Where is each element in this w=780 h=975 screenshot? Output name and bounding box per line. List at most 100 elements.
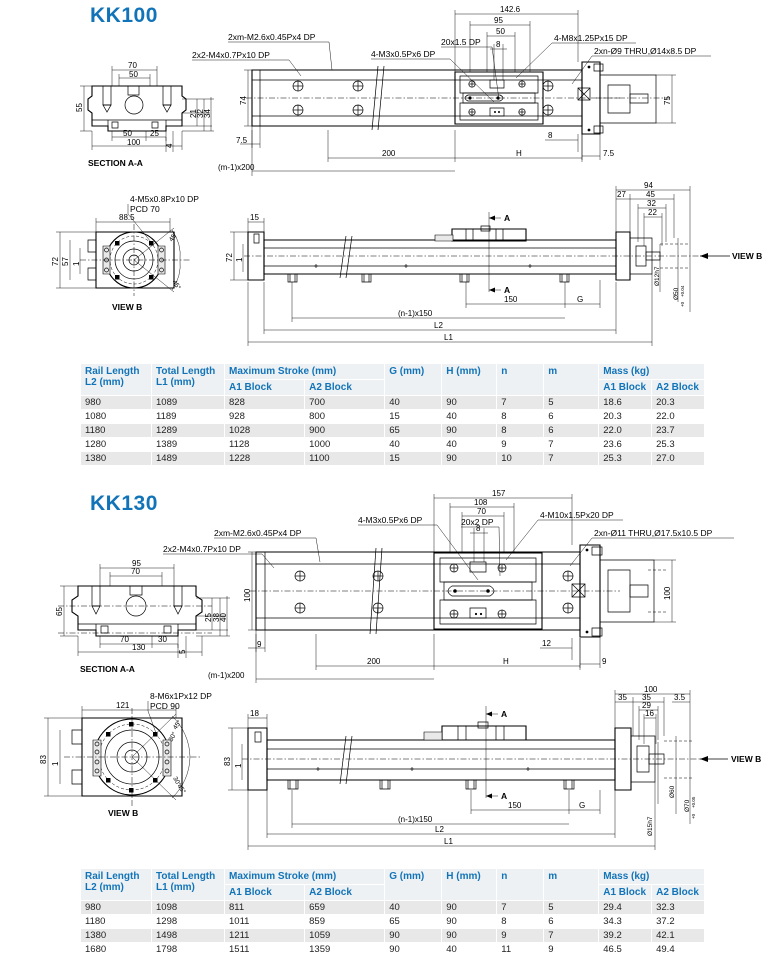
table-cell: 23.7 (651, 423, 705, 438)
dim-elev-32: 32 (647, 199, 656, 208)
table-cell: 811 (223, 900, 306, 915)
dim-elev-27: 27 (617, 190, 626, 199)
svg-text:2xm-M2.6x0.45Px4 DP: 2xm-M2.6x0.45Px4 DP (228, 32, 316, 42)
th130-mass-a2: A2 Block (651, 884, 705, 901)
table-cell: 1380 (80, 928, 152, 943)
table-cell: 859 (304, 914, 386, 929)
dim130-sec-30: 30 (158, 635, 167, 644)
dim-plan-8: 8 (496, 40, 501, 49)
th-rail-length: Rail Length L2 (mm) (80, 363, 152, 396)
dim130-elev-100: 100 (644, 686, 658, 694)
dim130-plan-108: 108 (474, 498, 488, 507)
table-cell: 23.6 (598, 437, 653, 452)
dim-sec-50-top: 50 (129, 70, 138, 79)
table-cell: 1180 (80, 914, 152, 929)
table-cell: 90 (441, 900, 498, 915)
dim130-elev-16: 16 (645, 709, 654, 718)
dim-plan-m200: (m-1)x200 (218, 163, 255, 172)
dim130-sec-5: 5 (178, 649, 187, 654)
callout-flange-holes: 4-M5x0.8Px10 DP (130, 194, 199, 204)
svg-text:2x2-M4x0.7Px10 DP: 2x2-M4x0.7Px10 DP (192, 50, 270, 60)
table-cell: 1028 (223, 423, 306, 438)
dim130-viewb-30b: 30° (171, 775, 183, 788)
section-mark-a-top: A (504, 213, 510, 223)
table-cell: 1011 (223, 914, 306, 929)
table-cell: 10 (496, 451, 545, 466)
table-cell: 65 (384, 423, 443, 438)
table-cell: 25.3 (598, 451, 653, 466)
dim130-shaft-tol-lower: +0 (691, 813, 696, 819)
dim-elev-45: 45 (646, 190, 655, 199)
callout130-sec-aa-top-left: 2x2-M4x0.7Px10 DP (163, 544, 274, 568)
dim130-plan-m200: (m-1)x200 (208, 671, 245, 680)
svg-text:2xn-Ø11 THRU,Ø17.5x10.5 DP: 2xn-Ø11 THRU,Ø17.5x10.5 DP (594, 528, 713, 538)
table-cell: 1680 (80, 942, 152, 957)
table-cell: 9 (496, 437, 545, 452)
table-cell: 90 (384, 928, 443, 943)
dim130-elev-3p5: 3.5 (674, 693, 686, 702)
table-cell: 5 (543, 395, 600, 410)
table-cell: 1380 (80, 451, 152, 466)
table-cell: 8 (496, 914, 545, 929)
section130-mark-a-top: A (501, 709, 507, 719)
dim-shaft-tol-upper: +0.04 (680, 285, 685, 297)
dim-plan-50: 50 (496, 27, 505, 36)
table-cell: 1089 (151, 395, 225, 410)
kk100-top-drawing: 70 50 55 50 25 100 (0, 0, 780, 182)
dim-plan-200: 200 (382, 149, 396, 158)
dim130-plan-8: 8 (476, 524, 481, 533)
th130-m: m (543, 868, 600, 901)
th-m: m (543, 363, 600, 396)
table-cell: 20.3 (651, 395, 705, 410)
table-cell: 659 (304, 900, 386, 915)
dim130-plan-100r: 100 (663, 586, 672, 600)
table-cell: 1211 (223, 928, 306, 943)
table-cell: 49.4 (651, 942, 705, 957)
dim130-plan-9r: 9 (602, 657, 607, 666)
svg-text:4-M3x0.5Px6 DP: 4-M3x0.5Px6 DP (371, 49, 436, 59)
callout-block-slot: 20x1.5 DP (441, 37, 499, 100)
svg-text:2x2-M4x0.7Px10 DP: 2x2-M4x0.7Px10 DP (163, 544, 241, 554)
th-g: G (mm) (384, 363, 443, 396)
dim130-elev-83: 83 (223, 757, 232, 766)
callout-rail-holes: 2xn-Ø9 THRU,Ø14x8.5 DP (572, 46, 711, 84)
dim130-shaft-d15h7: Ø15h7 (647, 816, 654, 836)
section-mark-a-bot: A (504, 285, 510, 295)
table-cell: 9 (543, 942, 600, 957)
kk130-plan-view: 100 9 157 108 70 8 (208, 490, 676, 683)
svg-text:4-M10x1.5Px20 DP: 4-M10x1.5Px20 DP (540, 510, 614, 520)
dim130-sec-65: 65 (55, 607, 64, 616)
svg-text:20x2 DP: 20x2 DP (461, 517, 494, 527)
callout130-block-top: 4-M3x0.5Px6 DP (358, 515, 478, 580)
table-cell: 11 (496, 942, 545, 957)
table-cell: 32.3 (651, 900, 705, 915)
table-cell: 90 (441, 451, 498, 466)
th-total-length: Total Length L1 (mm) (151, 363, 225, 396)
dim-sec-25: 25 (150, 129, 159, 138)
table-cell: 90 (441, 395, 498, 410)
table-cell: 1289 (151, 423, 225, 438)
th-max-stroke: Maximum Stroke (mm) (223, 363, 386, 380)
dim130-viewb-30a: 30° (167, 730, 179, 743)
table-cell: 1498 (151, 928, 225, 943)
dim-viewb-72: 72 (51, 257, 60, 266)
table-cell: 39.2 (598, 928, 653, 943)
dim-elev-1: 1 (235, 257, 244, 262)
table-cell: 8 (496, 409, 545, 424)
table-cell: 1389 (151, 437, 225, 452)
table-cell: 40 (384, 900, 443, 915)
kk130-section-aa: 95 70 65 70 30 130 (55, 559, 230, 674)
dim-plan-8b: 8 (548, 131, 553, 140)
table-cell: 18.6 (598, 395, 653, 410)
svg-text:20x1.5 DP: 20x1.5 DP (441, 37, 481, 47)
dim-elev-72: 72 (225, 253, 234, 262)
dim-viewb-88p5: 88.5 (119, 213, 135, 222)
dim-viewb-1: 1 (72, 261, 81, 266)
kk100-plan-view: 74 7.5 142.6 95 50 8 (218, 5, 676, 176)
